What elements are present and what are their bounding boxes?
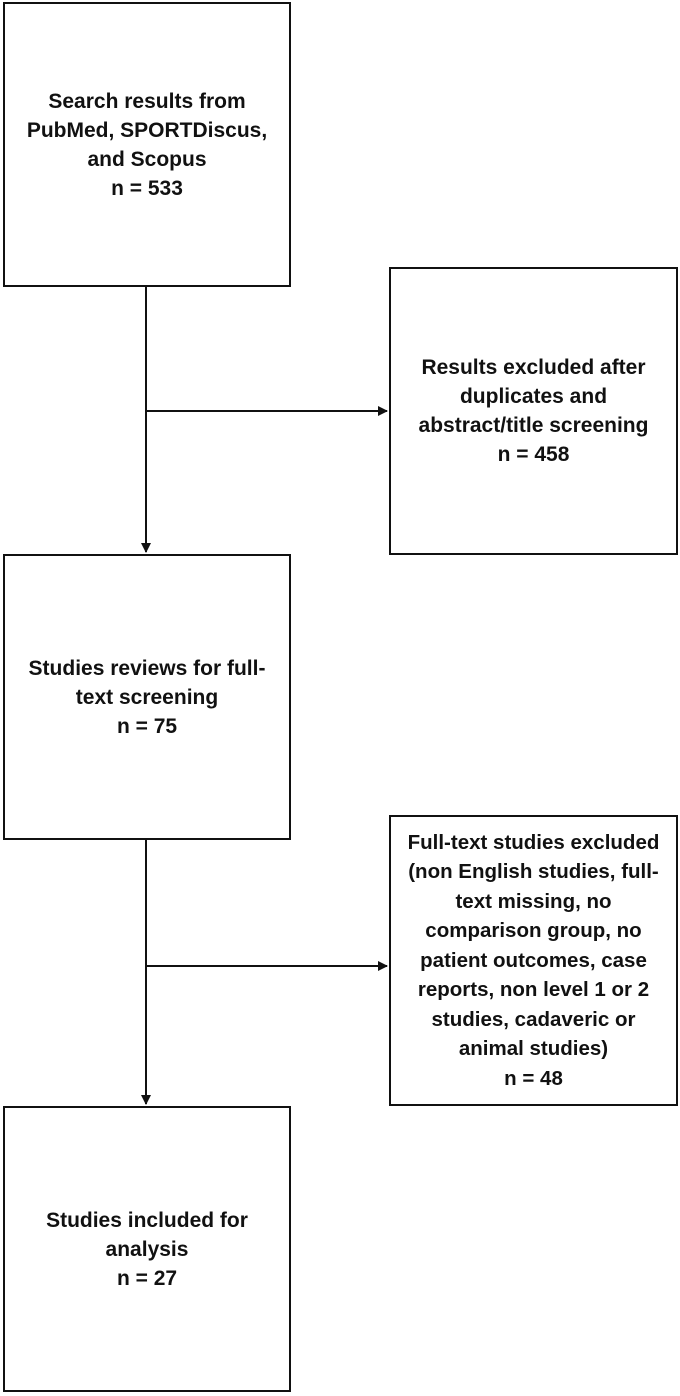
box-text-line: Results excluded after xyxy=(421,356,646,379)
box-text-line: Studies included for xyxy=(46,1208,248,1232)
full-text-screening-box: Studies reviews for full- text screening… xyxy=(3,554,291,840)
box-text-line: studies, cadaveric or xyxy=(431,1007,636,1031)
box-count: n = 458 xyxy=(497,443,570,466)
box-text-line: abstract/title screening xyxy=(418,414,649,437)
box-text-line: text screening xyxy=(75,685,219,709)
box-text-line: duplicates and xyxy=(459,385,608,408)
box-text-line: (non English studies, full- xyxy=(408,860,659,884)
search-results-box: Search results from PubMed, SPORTDiscus,… xyxy=(3,2,291,287)
box-count: n = 75 xyxy=(116,714,178,738)
box-text-line: animal studies) xyxy=(458,1037,609,1061)
box-text-line: PubMed, SPORTDiscus, xyxy=(26,118,268,142)
included-studies-box: Studies included for analysis n = 27 xyxy=(3,1106,291,1392)
box-text-line: text missing, no xyxy=(455,889,612,913)
full-text-excluded-box: Full-text studies excluded (non English … xyxy=(389,815,678,1106)
box-text-line: and Scopus xyxy=(87,147,207,171)
box-text-line: comparison group, no xyxy=(425,919,642,943)
box-text-line: analysis xyxy=(105,1237,189,1261)
box-text-line: patient outcomes, case xyxy=(420,948,647,972)
excluded-screening-box: Results excluded after duplicates and ab… xyxy=(389,267,678,555)
box-count: n = 533 xyxy=(111,176,183,200)
box-text-line: Search results from xyxy=(48,89,246,113)
box-count: n = 27 xyxy=(116,1266,178,1290)
box-text-line: Studies reviews for full- xyxy=(28,656,266,680)
box-text-line: reports, non level 1 or 2 xyxy=(417,978,650,1002)
box-count: n = 48 xyxy=(504,1066,563,1090)
box-text-line: Full-text studies excluded xyxy=(407,830,660,854)
